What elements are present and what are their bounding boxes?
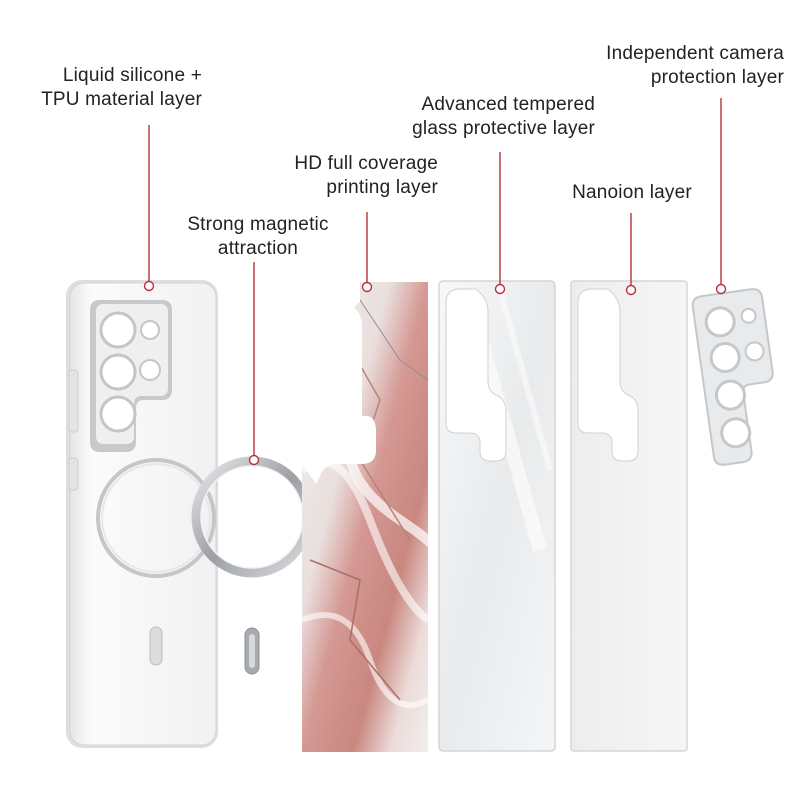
label-printing-layer: HD full coverage printing layer xyxy=(294,152,438,200)
label-tempered-glass-layer: Advanced tempered glass protective layer xyxy=(412,93,595,141)
label-line: glass protective layer xyxy=(412,118,595,139)
phone-case xyxy=(66,280,218,748)
label-line: printing layer xyxy=(326,177,438,198)
label-line: Liquid silicone + xyxy=(62,65,202,86)
label-camera-protection-layer: Independent camera protection layer xyxy=(606,42,784,90)
label-line: Strong magnetic xyxy=(187,214,329,235)
label-line: TPU material layer xyxy=(41,89,202,110)
label-line: Nanoion layer xyxy=(572,182,692,203)
label-line: Advanced tempered xyxy=(421,94,595,115)
label-line: protection layer xyxy=(650,67,784,88)
camera-protector xyxy=(691,288,774,466)
label-magnetic-attraction: Strong magnetic attraction xyxy=(160,213,356,261)
marble-printing-layer xyxy=(299,282,444,752)
label-silicone-layer: Liquid silicone + TPU material layer xyxy=(41,64,202,112)
label-line: Independent camera xyxy=(606,43,784,64)
label-nanoion-layer: Nanoion layer xyxy=(542,181,722,205)
label-line: attraction xyxy=(217,238,299,259)
leader-lines xyxy=(143,98,727,466)
label-line: HD full coverage xyxy=(294,153,438,174)
tempered-glass-layer xyxy=(438,280,556,752)
nanoion-layer xyxy=(570,280,688,752)
